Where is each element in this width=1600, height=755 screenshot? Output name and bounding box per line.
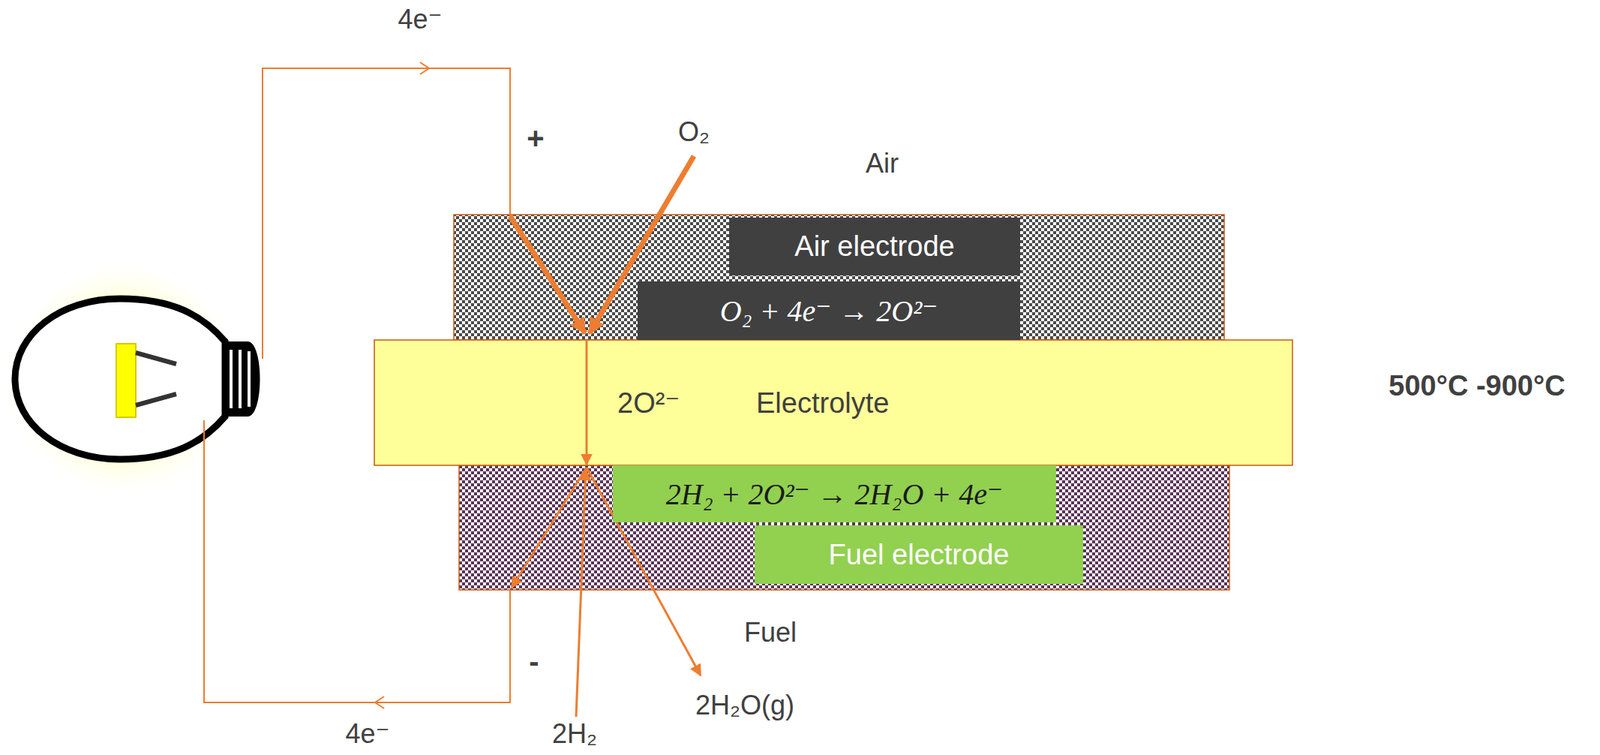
gas-label: O₂ bbox=[678, 116, 710, 148]
terminal-sign: - bbox=[528, 644, 539, 679]
electrode-label-box: Air electrode bbox=[729, 217, 1021, 276]
air-electrode-layer bbox=[453, 214, 1225, 340]
electron-label: 4e⁻ bbox=[345, 717, 390, 750]
side-label: Air bbox=[865, 147, 899, 180]
box-text: Air electrode bbox=[794, 230, 955, 263]
gas-label: 2H₂O(g) bbox=[695, 689, 795, 721]
external-circuit bbox=[204, 62, 511, 709]
bulb-filament bbox=[116, 343, 136, 418]
reaction-equation-box: O₂ + 4e⁻ → 2O²⁻ bbox=[637, 281, 1021, 340]
electrolyte-layer bbox=[374, 339, 1293, 466]
reaction-equation-box: 2H₂ + 2O²⁻ → 2H₂O + 4e⁻ bbox=[612, 465, 1057, 523]
electrode-label-box: Fuel electrode bbox=[754, 525, 1084, 584]
layer-name: Electrolyte bbox=[756, 386, 889, 419]
bulb-glow bbox=[3, 258, 244, 499]
reaction-arrows bbox=[510, 156, 701, 717]
bulb-base-threads bbox=[231, 349, 250, 409]
fuel-electrode-layer bbox=[459, 465, 1230, 590]
bulb-base bbox=[225, 341, 261, 417]
ion-label: 2O²⁻ bbox=[617, 386, 680, 420]
electrolyte-band: 2O²⁻ Electrolyte bbox=[374, 339, 1293, 466]
bulb-globe bbox=[15, 298, 226, 460]
electron-label: 4e⁻ bbox=[397, 3, 442, 36]
terminal-sign: + bbox=[526, 121, 544, 156]
box-text: 2H₂ + 2O²⁻ → 2H₂O + 4e⁻ bbox=[666, 476, 1003, 512]
gas-label: 2H₂ bbox=[552, 717, 598, 750]
side-label: Fuel bbox=[744, 616, 797, 649]
temperature-label: 500°C -900°C bbox=[1388, 369, 1565, 403]
box-text: Fuel electrode bbox=[828, 538, 1010, 571]
box-text: O₂ + 4e⁻ → 2O²⁻ bbox=[720, 293, 939, 329]
bulb-wires bbox=[135, 352, 177, 406]
